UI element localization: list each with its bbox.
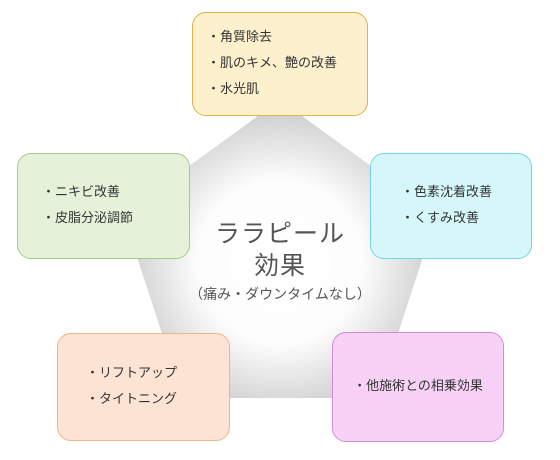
effect-box-right: ・色素沈着改善 ・くすみ改善 — [370, 153, 532, 259]
effect-box-bottom-right: ・他施術との相乗効果 — [332, 332, 504, 442]
center-title-line1: ララピール — [214, 219, 345, 248]
effect-item: ・角質除去 — [207, 30, 273, 45]
center-subtitle: （痛み・ダウンタイムなし） — [189, 287, 371, 303]
effect-box-bottom-left: ・リフトアップ ・タイトニング — [57, 333, 230, 441]
effect-item: ・タイトニング — [86, 392, 178, 407]
center-title-line2: 効果 — [253, 251, 306, 280]
effect-box-left: ・ニキビ改善 ・皮脂分泌調節 — [17, 153, 190, 259]
center-label: ララピール 効果 （痛み・ダウンタイムなし） — [150, 218, 410, 306]
effect-item: ・くすみ改善 — [401, 211, 480, 226]
effect-item: ・皮脂分泌調節 — [42, 211, 134, 226]
effect-item: ・他施術との相乗効果 — [353, 379, 483, 394]
effect-item: ・水光肌 — [207, 82, 260, 97]
effect-item: ・色素沈着改善 — [401, 185, 493, 200]
effect-item: ・リフトアップ — [86, 366, 178, 381]
effect-box-top: ・角質除去 ・肌のキメ、艶の改善 ・水光肌 — [192, 12, 368, 116]
effect-item: ・肌のキメ、艶の改善 — [207, 56, 338, 71]
effect-item: ・ニキビ改善 — [42, 185, 121, 200]
